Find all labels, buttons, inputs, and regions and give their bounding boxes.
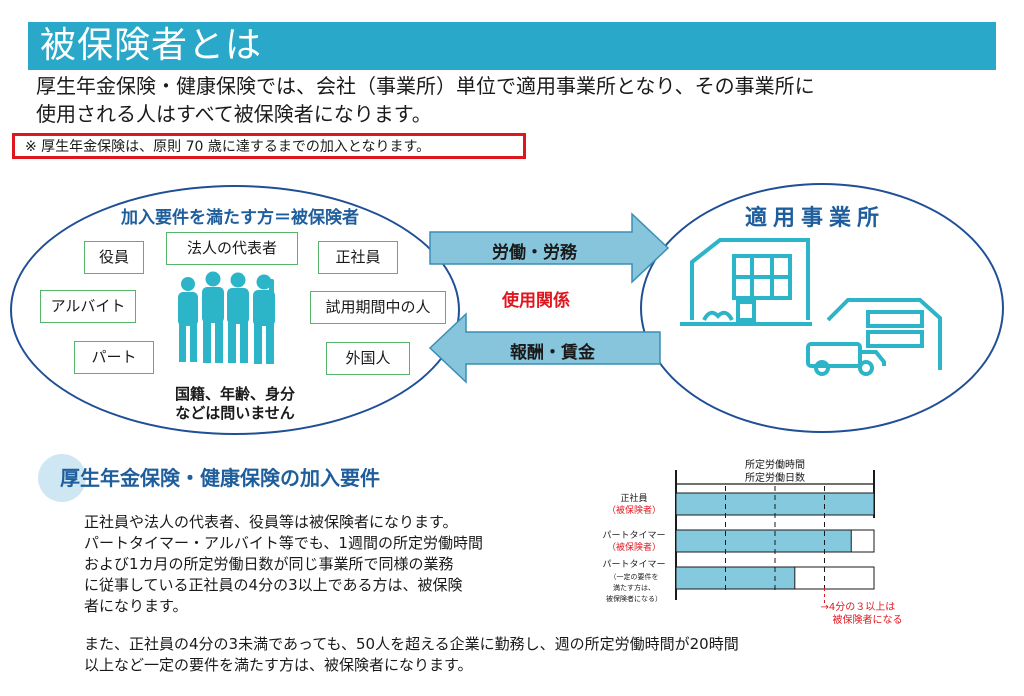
intro-text: 厚生年金保険・健康保険では、会社（事業所）単位で適用事業所となり、その事業所に … [36,72,996,128]
intro-line-2: 使用される人はすべて被保険者になります。 [36,102,432,126]
chart-header-line2: 所定労働日数 [745,471,805,484]
chart-category-label: パートタイマー [602,530,665,541]
note-text: ※ 厚生年金保険は、原則 70 歳に達するまでの加入となります。 [25,139,431,155]
chart-category-sublabel: 満たす方は、 [613,583,655,592]
chart-bar [675,566,796,590]
chart-threshold-label-1: →4分の３以上は [821,601,896,613]
people-icon [178,271,275,364]
para1-line: 正社員や法人の代表者、役員等は被保険者になります。 [84,513,458,531]
para1-line: パートタイマー・アルバイト等でも、1週間の所定労働時間 [84,534,483,552]
header-banner: 被保険者とは [28,22,996,70]
tag-part-time-job: アルバイト [40,290,136,323]
tag-regular-employee: 正社員 [318,241,398,274]
wage-label: 報酬・賃金 [510,343,595,363]
para1-line: に従事している正社員の4分の3以上である方は、被保険 [84,576,463,594]
tag-part-timer: パート [74,341,154,374]
section-marker-icon [38,454,86,502]
para1-line: および1カ月の所定労働日数が同じ事業所で同様の業務 [84,555,454,573]
nationality-caption: 国籍、年齢、身分 などは問いません [160,385,310,423]
note-box: ※ 厚生年金保険は、原則 70 歳に達するまでの加入となります。 [12,133,526,159]
para1-line: 者になります。 [84,597,188,615]
page-title: 被保険者とは [40,25,263,66]
tag-officer: 役員 [84,241,144,274]
chart-category-sublabel: （被保険者） [607,504,661,516]
chart-threshold-label-2: 被保険者になる [833,613,903,626]
caption-line-1: 国籍、年齢、身分 [174,385,295,403]
chart-category-label: 正社員 [620,492,647,504]
labor-arrow [429,212,670,284]
labor-label: 労働・労務 [492,243,577,263]
insured-title: 加入要件を満たす方＝被保険者 [121,208,359,228]
chart-category-sublabel: 被保険者になる） [606,594,662,603]
section-title: 厚生年金保険・健康保険の加入要件 [60,466,380,490]
employer-ellipse [640,183,1004,433]
employment-relationship-label: 使用関係 [502,291,570,311]
wage-arrow [428,312,661,384]
truck-icon [806,298,942,376]
para2-line: 以上など一定の要件を満たす方は、被保険者になります。 [84,656,473,674]
caption-line-2: などは問いません [175,404,295,422]
chart-category-label: パートタイマー [602,559,665,570]
hours-chart: 所定労働時間所定労働日数正社員（被保険者）パートタイマー（被保険者）パートタイマ… [602,458,902,626]
requirements-paragraph: 正社員や法人の代表者、役員等は被保険者になります。 パートタイマー・アルバイト等… [84,512,554,617]
para2-line: また、正社員の4分の3未満であっても、50人を超える企業に勤務し、週の所定労働時… [84,635,739,653]
tag-foreigner: 外国人 [326,342,410,375]
tag-representative: 法人の代表者 [166,232,298,265]
chart-bar [675,529,852,553]
tag-probation: 試用期間中の人 [310,291,446,324]
intro-line-1: 厚生年金保険・健康保険では、会社（事業所）単位で適用事業所となり、その事業所に [36,74,815,98]
chart-category-sublabel: （一定の要件を [610,572,659,581]
chart-header-line1: 所定労働時間 [745,458,805,471]
additional-requirements: また、正社員の4分の3未満であっても、50人を超える企業に勤務し、週の所定労働時… [84,634,914,676]
chart-category-sublabel: （被保険者） [607,541,661,553]
employer-title: 適用事業所 [744,206,885,231]
building-icon [680,238,812,326]
